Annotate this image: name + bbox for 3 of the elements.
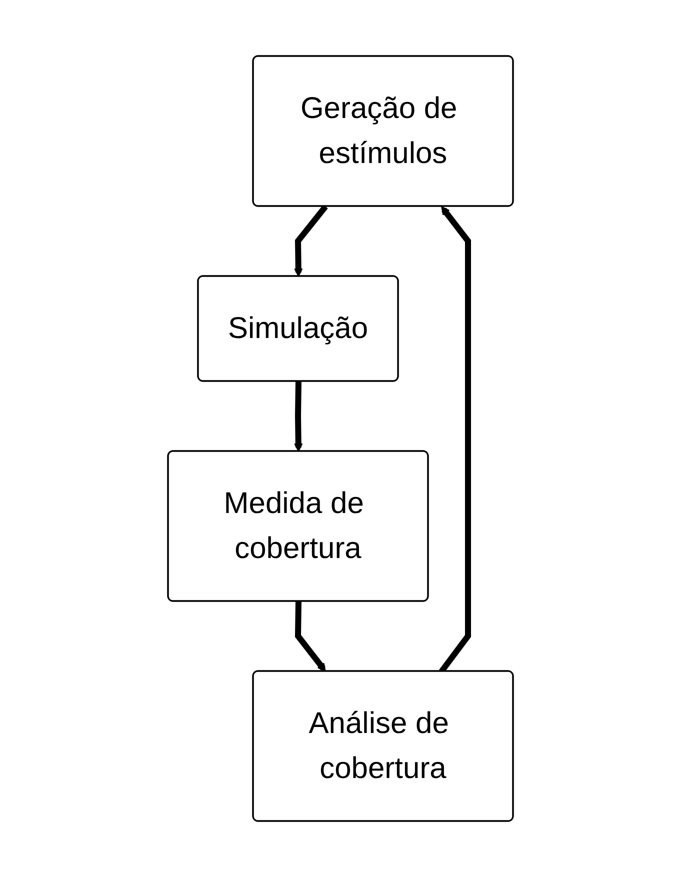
arrow xyxy=(294,380,302,452)
arrow xyxy=(294,204,328,276)
arrow xyxy=(294,600,326,672)
